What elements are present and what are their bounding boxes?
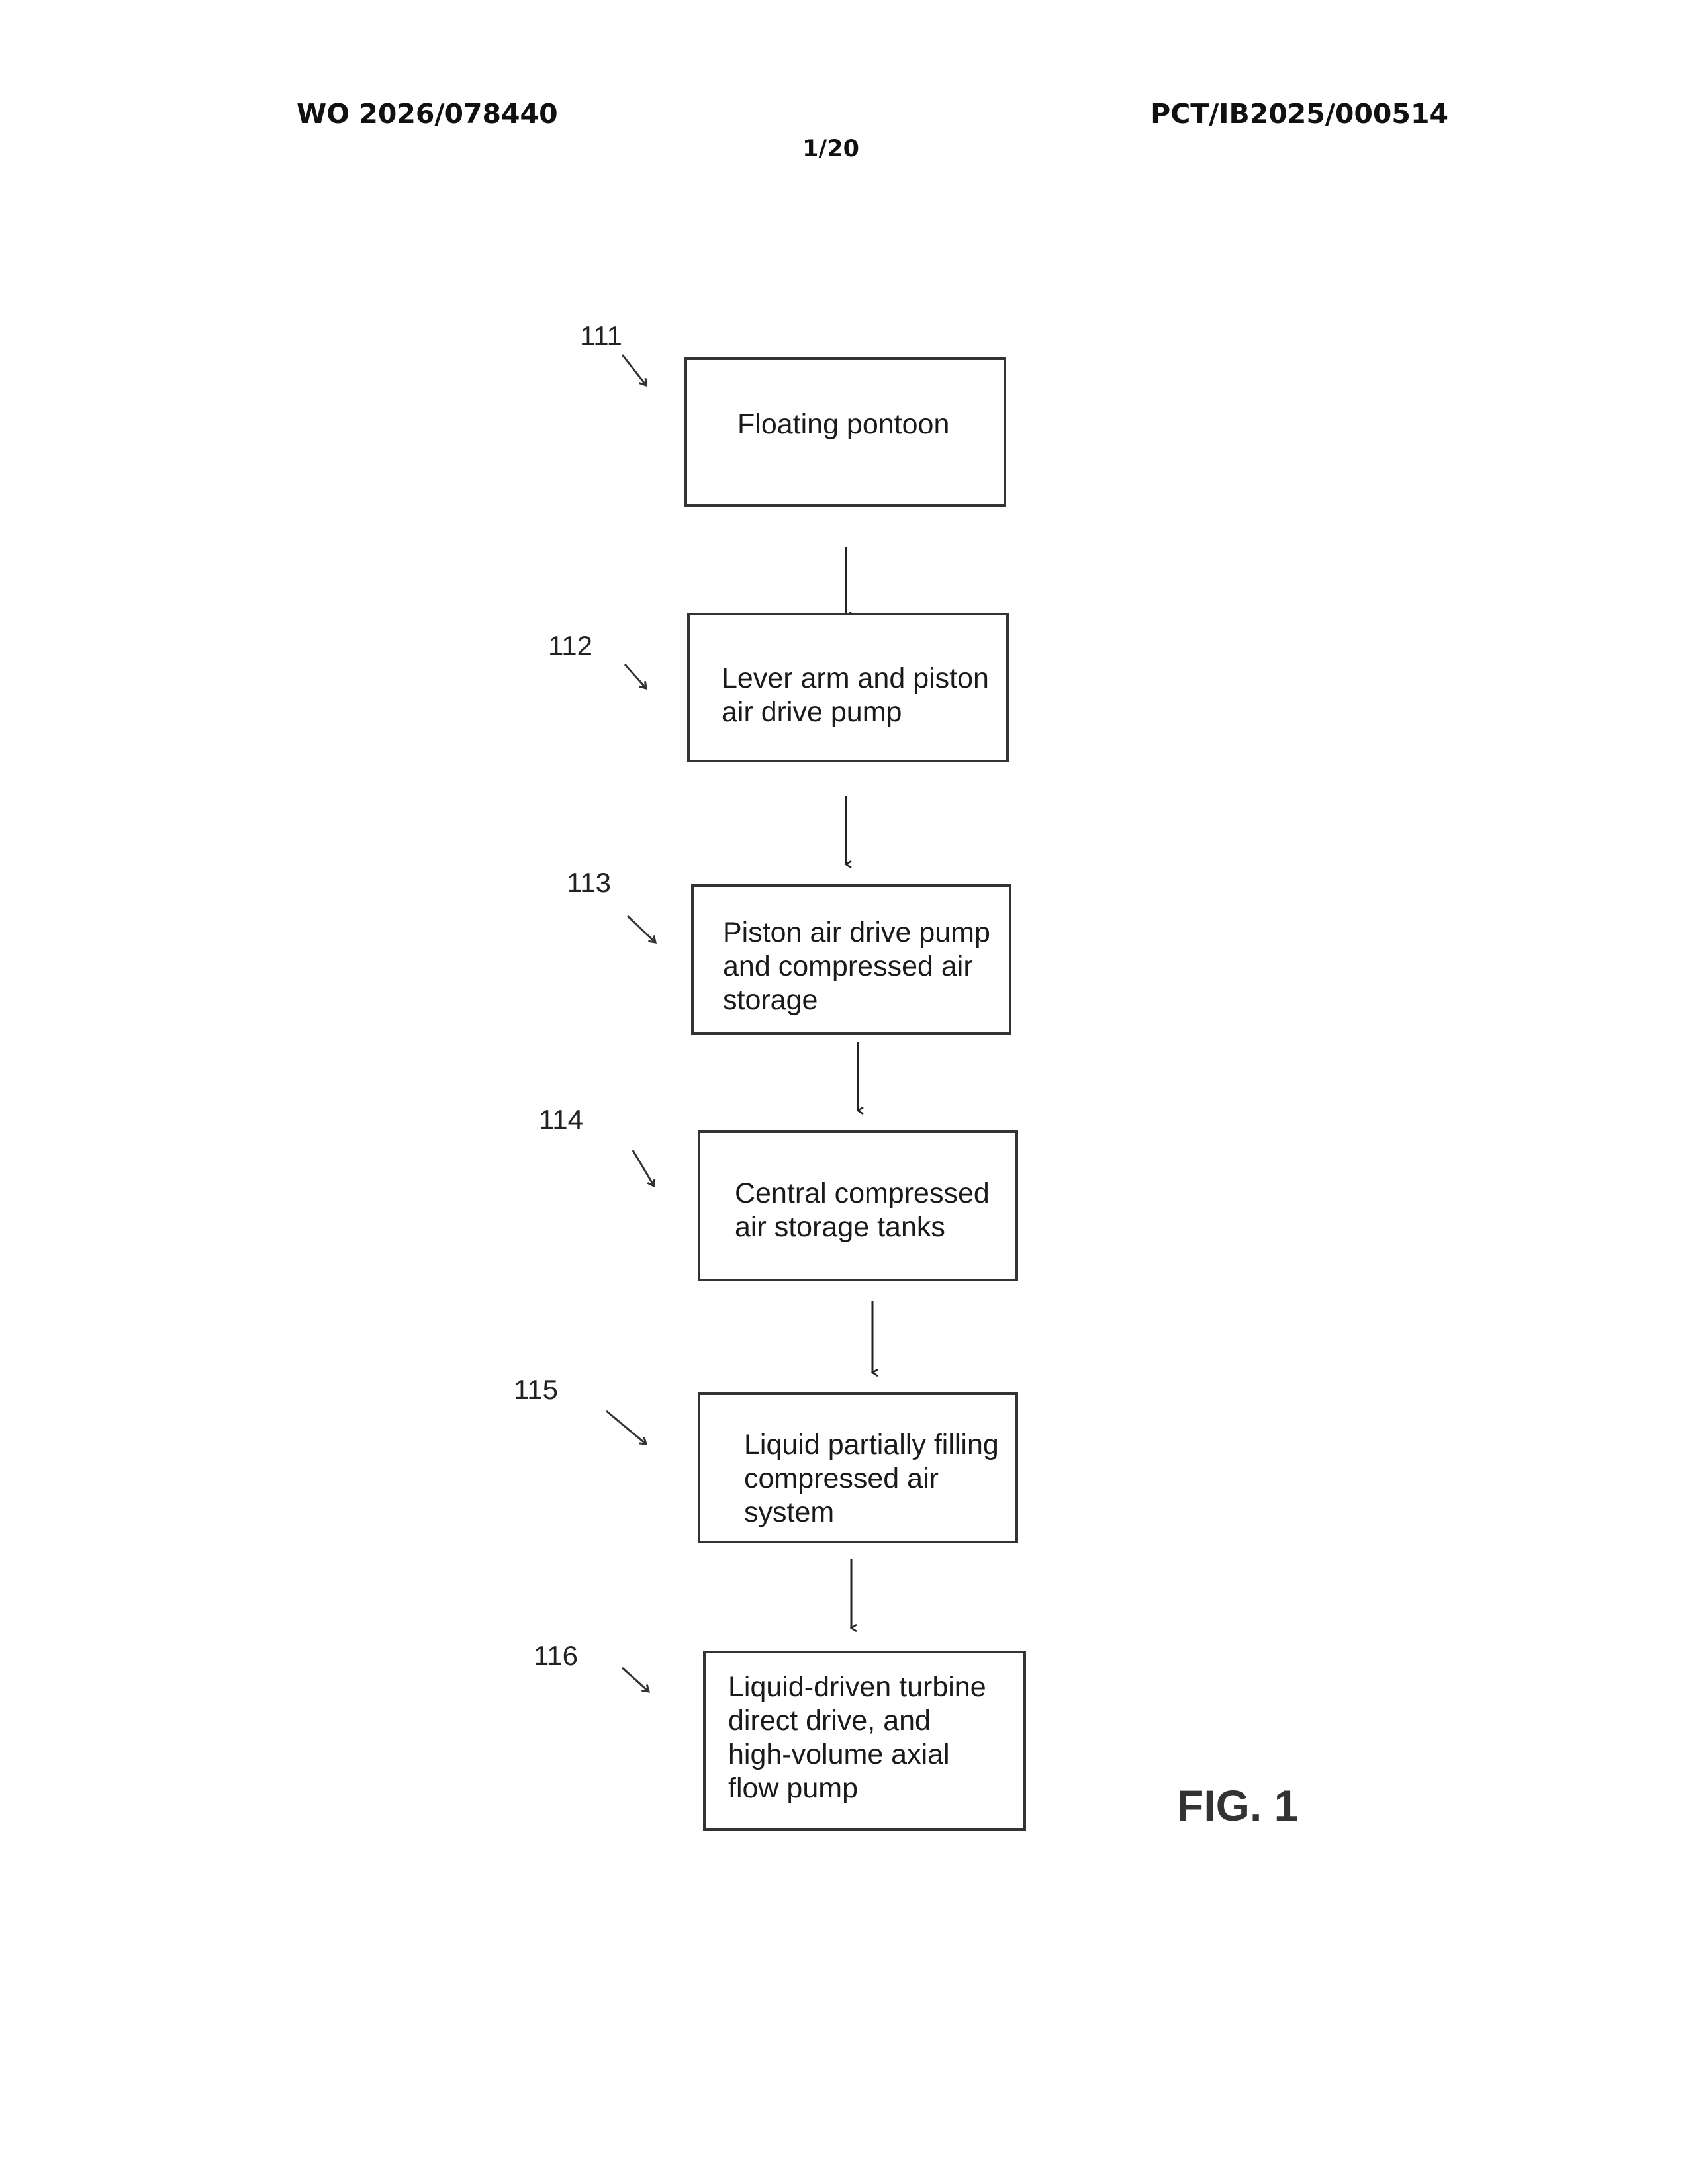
step-text: Floating pontoon <box>737 408 949 441</box>
step-text-line: high-volume axial <box>728 1738 986 1772</box>
reference-leader-arrow <box>606 1411 646 1444</box>
step-text-line: storage <box>723 983 990 1017</box>
step-text-line: air drive pump <box>722 696 989 729</box>
step-text-line: Central compressed <box>735 1177 990 1210</box>
step-text-line: flow pump <box>728 1772 986 1805</box>
step-box-114: Central compressedair storage tanks <box>698 1130 1018 1281</box>
reference-leader-arrow <box>622 355 646 385</box>
step-text-line: air storage tanks <box>735 1210 990 1244</box>
step-text-line: Liquid-driven turbine <box>728 1670 986 1704</box>
step-text: Central compressedair storage tanks <box>735 1177 990 1244</box>
step-text-line: Floating pontoon <box>737 408 949 441</box>
step-text-line: compressed air <box>744 1462 999 1496</box>
figure-label: FIG. 1 <box>1177 1780 1298 1831</box>
step-text-line: direct drive, and <box>728 1704 986 1738</box>
reference-numeral-111: 111 <box>580 320 622 352</box>
step-box-111: Floating pontoon <box>684 357 1006 507</box>
reference-numeral-116: 116 <box>534 1640 578 1672</box>
reference-numeral-113: 113 <box>567 867 611 899</box>
step-text: Liquid-driven turbinedirect drive, andhi… <box>728 1670 986 1805</box>
reference-numeral-114: 114 <box>539 1104 583 1136</box>
reference-numeral-115: 115 <box>514 1374 558 1406</box>
reference-leader-arrow <box>625 664 646 688</box>
step-text-line: Lever arm and piston <box>722 662 989 696</box>
step-text: Piston air drive pumpand compressed airs… <box>723 916 990 1017</box>
step-box-112: Lever arm and pistonair drive pump <box>687 613 1009 762</box>
step-box-116: Liquid-driven turbinedirect drive, andhi… <box>703 1651 1026 1831</box>
step-text-line: system <box>744 1496 999 1529</box>
step-text-line: and compressed air <box>723 950 990 983</box>
step-text: Liquid partially fillingcompressed airsy… <box>744 1428 999 1529</box>
step-text: Lever arm and pistonair drive pump <box>722 662 989 729</box>
reference-numeral-112: 112 <box>548 630 592 662</box>
step-text-line: Liquid partially filling <box>744 1428 999 1462</box>
step-box-113: Piston air drive pumpand compressed airs… <box>691 884 1011 1035</box>
step-text-line: Piston air drive pump <box>723 916 990 950</box>
reference-leader-arrow <box>622 1668 649 1692</box>
reference-leader-arrow <box>633 1150 654 1186</box>
reference-leader-arrows <box>606 355 655 1692</box>
reference-leader-arrow <box>628 916 655 942</box>
step-box-115: Liquid partially fillingcompressed airsy… <box>698 1392 1018 1543</box>
